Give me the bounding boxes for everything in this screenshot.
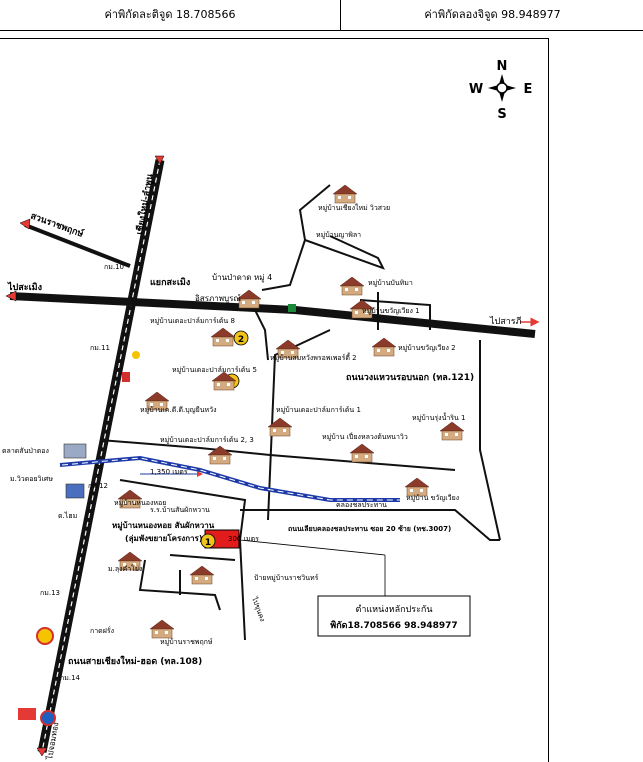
svg-text:2: 2: [238, 335, 244, 345]
village-label: หมู่บ้านญาพิลา: [316, 231, 361, 239]
label-distance-300: 300 เมตร: [228, 535, 259, 543]
sun-icon: [132, 351, 140, 359]
village-label: หมู่บ้านรุ่งน้ำริน 1: [412, 411, 466, 422]
svg-text:1: 1: [205, 538, 211, 548]
village-label: หมู่บ้านบันทิมา: [368, 279, 413, 287]
label-pakham: ม.ลุงคำโย่ง: [108, 564, 142, 573]
village-label: หมู่บ้านเดอะปาล์มการ์เด้น 1: [276, 406, 361, 414]
road-suan-ratchaphruek: [19, 218, 131, 268]
label-km13: กม.13: [40, 589, 60, 597]
label-kaset: กาดฝรั่ง: [90, 626, 114, 635]
flag-icon: [122, 372, 130, 382]
building-icon: [65, 483, 85, 499]
highway-108: [36, 155, 165, 757]
store-icon: [288, 304, 296, 312]
village-label: หมู่บ้านขวัญเวียง 1: [362, 307, 420, 315]
label-suan-ratchaphruek: สวนราชพฤกษ์: [29, 210, 85, 240]
village-label: หมู่บ้าน ขวัญเวียง: [406, 494, 459, 502]
label-km10: กม.10: [104, 263, 124, 271]
label-canal-road: ถนนเลียบคลองชลประทาน ซอย 20 ซ้าย (ทช.300…: [288, 524, 451, 533]
label-talad: ตลาดสันป่าตอง: [2, 447, 49, 455]
label-sanphakwan: หมู่บ้านหนองหอย สันผักหวาน: [112, 520, 215, 531]
shell-icon: [36, 627, 54, 645]
label-issaraphap: อิสรภาพบูรณ์: [195, 293, 242, 304]
village-label: หมู่บ้านเดอะปาล์มการ์เด้น 5: [172, 366, 257, 374]
marker-1: 1: [200, 533, 216, 549]
label-km11: กม.11: [90, 344, 110, 352]
leader-line: [239, 539, 386, 556]
longitude-label: ค่าพิกัดลองจิจูด 98.948977: [340, 0, 643, 30]
village-label: หมู่บ้านขวัญเวียง 2: [398, 344, 456, 352]
label-m-view-doi: ม.วิวดอยวิเศษ: [10, 475, 53, 483]
village-label: หมู่บ้านเดอะปาล์มการ์เด้น 8: [150, 317, 235, 325]
collateral-legend: ตำแหน่งหลักประกัน พิกัด18.708566 98.9489…: [317, 595, 471, 637]
compass-w: W: [469, 82, 483, 97]
village-label: หมู่บ้านเค.ดี.ดี.บุญยืนหวัง: [140, 406, 217, 414]
label-to-khunkhong: ไปขุนคง: [250, 595, 268, 623]
label-distance-1350: 1,350 เมตร: [150, 468, 188, 476]
label-school: ร.ร.บ้านสันผักหวาน: [150, 506, 210, 514]
label-expansion: (ลุ่มพังขยายโครงการ): [125, 533, 203, 544]
compass-s: S: [497, 107, 506, 122]
label-canal: คลองชลประทาน: [336, 501, 387, 509]
compass-e: E: [524, 82, 533, 97]
village-label: หมู่บ้านเดอะปาล์มการ์เด้น 2, 3: [160, 436, 254, 444]
market-icon: [63, 443, 87, 459]
village-label: หมู่บ้าน เปี่ยงหลวงต้นหนาวิว: [322, 432, 408, 441]
label-nong-hoi: หมู่บ้านหนองหอย: [114, 499, 166, 507]
legend-coords: พิกัด18.708566 98.948977: [330, 620, 457, 631]
label-yaek-sameong: แยกสะเมิง: [150, 277, 190, 288]
label-hwy108: ถนนสายเชียงใหม่-ฮอด (ทล.108): [68, 655, 202, 667]
label-km14: กม.14: [60, 674, 81, 682]
village-label: หมู่บ้านสมหวังพรอพเพอร์ตี้ 2: [270, 351, 357, 362]
ptt-icon: [40, 710, 56, 726]
road-to-sameong: [5, 290, 540, 338]
compass-rose: N S E W: [469, 59, 533, 122]
compass-n: N: [497, 59, 508, 74]
label-to-sameong: ไปสะเมิง: [7, 281, 42, 293]
village-label: หมู่บ้านเชียงใหม่ วิวสวย: [318, 203, 390, 212]
irrigation-canal: [59, 455, 400, 502]
legend-title: ตำแหน่งหลักประกัน: [355, 604, 432, 615]
label-ton: ต.ไฮม: [58, 511, 77, 520]
latitude-label: ค่าพิกัดละติจูด 18.708566: [104, 8, 236, 21]
label-ban-pa-dad: บ้านป่าดาด หมู่ 4: [212, 273, 272, 283]
label-rachaphruek: หมู่บ้านราชพฤกษ์: [160, 638, 213, 646]
landmark-icons: [18, 304, 296, 726]
label-to-saraphi: ไปสารภี: [489, 316, 522, 327]
seven-eleven-icon: [18, 708, 36, 720]
label-sign: ป้ายหมู่บ้านราชวินทร์: [254, 574, 319, 582]
marker-2: 2: [233, 330, 249, 346]
label-outer-ring: ถนนวงแหวนรอบนอก (ทล.121): [346, 373, 474, 383]
coordinate-header: ค่าพิกัดละติจูด 18.708566 ค่าพิกัดลองจิจ…: [0, 0, 643, 31]
label-km12: กม.12: [88, 482, 108, 490]
map-frame: [0, 38, 549, 762]
